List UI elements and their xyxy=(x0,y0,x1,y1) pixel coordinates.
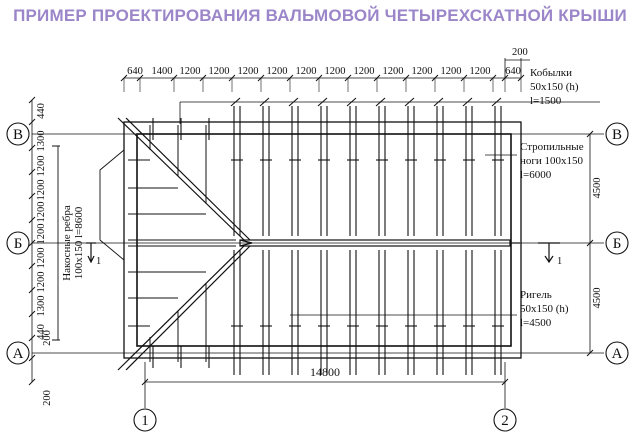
strop-size: ноги 100х150 xyxy=(520,155,584,167)
top-dim-label: 1200 xyxy=(238,66,259,77)
overall-width-dim: 14800 xyxy=(310,365,340,379)
top-dim-label: 1200 xyxy=(470,66,491,77)
strop-title: Стропильные xyxy=(520,141,584,153)
top-dim-label: 1200 xyxy=(209,66,230,77)
axis-label-row-a-right: А xyxy=(612,346,623,362)
axis-lines xyxy=(32,133,604,408)
left-dim-label: 1300 xyxy=(36,296,47,317)
axis-label-row-v-right: В xyxy=(612,127,622,143)
hip-jack-rafters xyxy=(149,125,207,362)
kobylki-length: l=1500 xyxy=(530,95,562,107)
top-extra-dim: 200 xyxy=(512,47,528,58)
axis-label-col-1: 1 xyxy=(141,413,149,429)
section-mark xyxy=(86,242,560,264)
axis-bubbles xyxy=(6,122,629,432)
left-dim-label: 1200 xyxy=(36,248,47,269)
axis-label-row-b-left: Б xyxy=(14,236,23,252)
right-dim-lower: 4500 xyxy=(592,288,603,309)
rigel-length: l=4500 xyxy=(520,317,552,329)
top-dim-label: 1200 xyxy=(180,66,201,77)
dimension-lines xyxy=(31,58,591,383)
top-dim-label: 1200 xyxy=(267,66,288,77)
top-dim-label: 1200 xyxy=(441,66,462,77)
left-dim-label: 1200 xyxy=(36,202,47,223)
left-small-dim-2: 200 xyxy=(42,390,53,406)
page-title: ПРИМЕР ПРОЕКТИРОВАНИЯ ВАЛЬМОВОЙ ЧЕТЫРЕХС… xyxy=(13,6,627,25)
hip-rafters xyxy=(117,117,253,371)
left-dim-label: 1200 xyxy=(36,272,47,293)
left-dim-label: 440 xyxy=(36,103,47,119)
left-dim-label: 1200 xyxy=(36,156,47,177)
left-small-dim-1: 200 xyxy=(42,330,53,346)
right-dim-upper: 4500 xyxy=(592,178,603,199)
leader-lines xyxy=(179,101,600,316)
axis-label-row-a-left: А xyxy=(13,346,24,362)
top-dim-label: 1200 xyxy=(354,66,375,77)
axis-label-row-v-left: В xyxy=(13,127,23,143)
hip-rafter-size: 100х150 l=8600 xyxy=(73,206,85,279)
left-dim-label: 440 xyxy=(36,324,47,340)
top-dim-label: 1200 xyxy=(296,66,317,77)
hip-end-jacks xyxy=(128,159,236,327)
section-mark-label: 1 xyxy=(557,256,562,267)
section-mark-label-left: 1 xyxy=(96,256,101,267)
kobylki-title: Кобылки xyxy=(530,67,572,79)
hip-rafter-title: Накосные ребра xyxy=(61,205,73,281)
left-dim-label: 1200 xyxy=(36,180,47,201)
top-dim-label: 1200 xyxy=(325,66,346,77)
axis-label-row-b-right: Б xyxy=(613,236,622,252)
top-dim-label: 1200 xyxy=(412,66,433,77)
rigel-size: 50х150 (h) xyxy=(520,303,569,315)
common-rafters xyxy=(152,97,504,375)
eaves-outline xyxy=(123,121,522,359)
top-dim-label: 640 xyxy=(127,66,143,77)
top-dim-label: 1200 xyxy=(383,66,404,77)
top-dim-label: 640 xyxy=(505,66,521,77)
left-dim-label: 1200 xyxy=(36,224,47,245)
kobylki-size: 50х150 (h) xyxy=(530,81,579,93)
top-dim-label: 1400 xyxy=(152,66,173,77)
strop-length: l=6000 xyxy=(520,169,552,181)
left-dim-label: 1300 xyxy=(36,131,47,152)
axis-label-col-2: 2 xyxy=(501,413,509,429)
rigel-title: Ригель xyxy=(520,289,552,301)
